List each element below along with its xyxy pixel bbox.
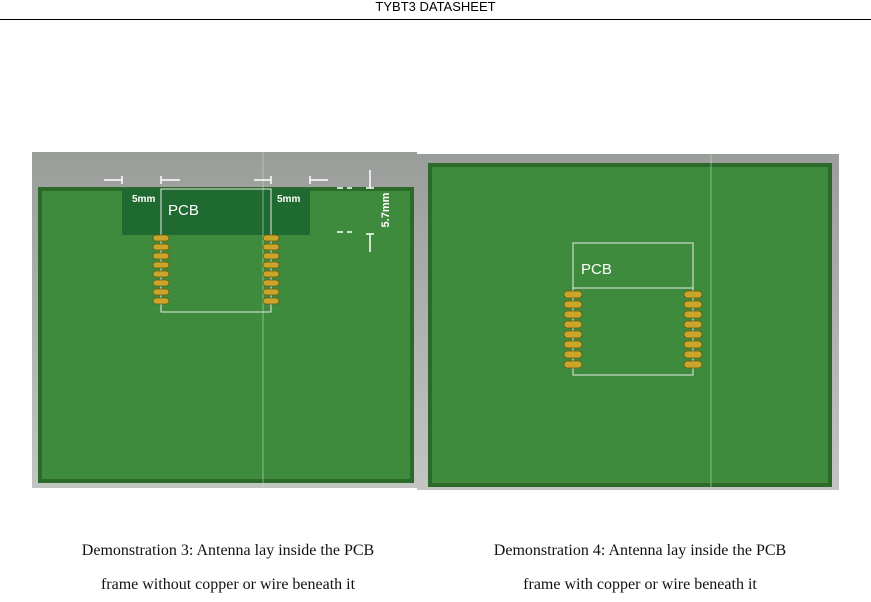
pad-row-right — [262, 234, 280, 305]
module-outline — [160, 188, 272, 313]
dimension-arrows — [104, 170, 374, 252]
pad-row-left — [563, 290, 583, 369]
figure-4-caption: Demonstration 4: Antenna lay inside the … — [445, 534, 835, 602]
header-title: TYBT3 DATASHEET — [375, 0, 496, 14]
figure-3: PCB 5mm 5mm 5.7mm — [32, 152, 417, 488]
main-board — [428, 163, 832, 487]
pad-row-right — [683, 290, 703, 369]
pad-row-left — [152, 234, 170, 305]
pcb-label: PCB — [581, 261, 612, 278]
dim-right-label: 5mm — [277, 194, 300, 205]
caption-line-1: Demonstration 4: Antenna lay inside the … — [493, 542, 787, 559]
main-board — [38, 187, 414, 483]
pcb-label: PCB — [168, 202, 199, 219]
figure-3-diagram: PCB 5mm 5mm 5.7mm — [32, 152, 417, 488]
caption-line-1: Demonstration 3: Antenna lay inside the … — [81, 542, 375, 559]
caption-line-2: frame without copper or wire beneath it — [100, 576, 356, 593]
dim-vertical-label: 5.7mm — [380, 192, 392, 227]
caption-line-2: frame with copper or wire beneath it — [523, 576, 757, 593]
figure-4: PCB — [417, 154, 839, 490]
dim-left-label: 5mm — [132, 194, 155, 205]
page-header: TYBT3 DATASHEET — [0, 0, 871, 20]
figure-3-caption: Demonstration 3: Antenna lay inside the … — [32, 534, 424, 602]
module-outline — [572, 242, 694, 376]
figure-4-diagram: PCB — [417, 154, 839, 490]
